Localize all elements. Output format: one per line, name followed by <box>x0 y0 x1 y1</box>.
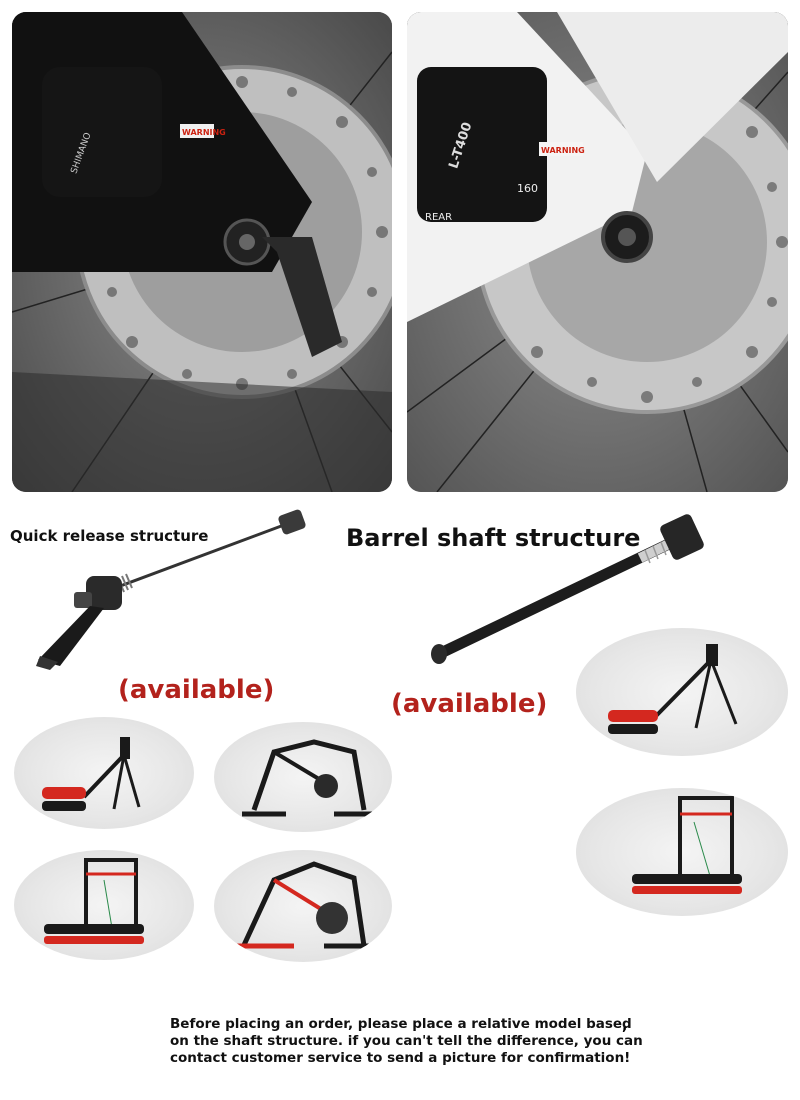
warning-sticker-right-text: WARNING <box>541 146 585 155</box>
photo-barrel-shaft-dropout: L-T400 REAR 160 WARNING <box>407 12 788 492</box>
available-label-left: (available) <box>118 675 275 705</box>
trainer-roller-frame-image-1 <box>14 850 194 960</box>
rear-label-text: REAR <box>425 212 452 223</box>
quick-release-label: Quick release structure <box>10 527 209 545</box>
note-trailing-comma: , <box>622 1018 628 1034</box>
trainer-roller-stand-image-1 <box>14 717 194 829</box>
warning-sticker-text: WARNING <box>182 128 226 137</box>
barrel-shaft-axle-image <box>431 514 704 664</box>
note-line-3: contact customer service to send a pictu… <box>170 1049 631 1066</box>
quick-release-skewer-image <box>36 509 306 670</box>
trainer-magnetic-image-1 <box>214 722 392 832</box>
barrel-shaft-label: Barrel shaft structure <box>346 524 641 552</box>
note-line-2: on the shaft structure. if you can't tel… <box>170 1032 643 1049</box>
order-instruction-note: Before placing an order, please place a … <box>170 1016 643 1067</box>
available-label-right: (available) <box>391 689 548 719</box>
trainer-roller-stand-image-2 <box>576 628 788 756</box>
trainer-roller-frame-image-2 <box>576 788 788 916</box>
trainer-magnetic-image-2 <box>214 850 392 962</box>
rotor-size-text: 160 <box>517 182 538 195</box>
note-line-1: Before placing an order, please place a … <box>170 1016 632 1032</box>
photo-quick-release-dropout: SHIMANO WARNING <box>12 12 392 492</box>
